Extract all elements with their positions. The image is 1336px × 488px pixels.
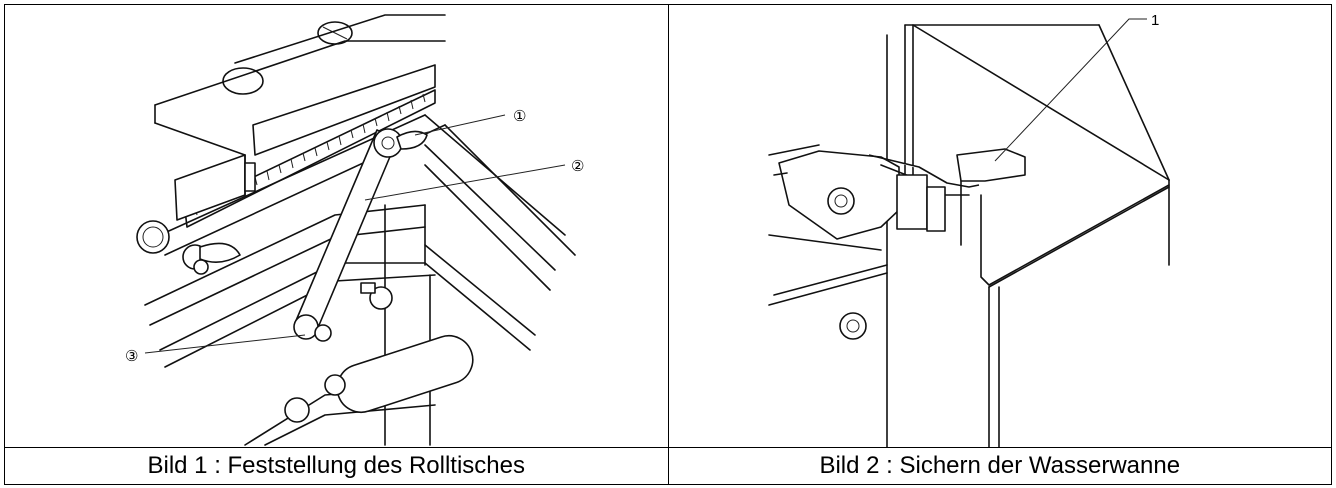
oval-hole [222, 67, 264, 95]
roller-cylinder [336, 334, 474, 414]
callout-1: 1 [1151, 12, 1159, 29]
figure-1-drawing: ① ② ③ [125, 14, 584, 446]
callout-2: ② [571, 158, 584, 175]
figure-2-drawing: 1 [767, 12, 1170, 447]
figure-2-caption: Bild 2 : Sichern der Wasserwanne [667, 447, 1332, 485]
figure-table: ① ② ③ [4, 4, 1332, 485]
ruler [252, 64, 436, 156]
figure-2-drawing-cell: 1 [667, 4, 1332, 448]
callout-3: ③ [125, 348, 138, 365]
star-knob [136, 220, 170, 254]
figure-1-drawing-cell: ① ② ③ [4, 4, 669, 448]
tub-rim [979, 184, 1170, 286]
figure-1-caption: Bild 1 : Feststellung des Rolltisches [4, 447, 669, 485]
bracket-nut [826, 187, 855, 215]
lever-top-nut [373, 128, 403, 158]
lower-nut [838, 312, 867, 340]
clamp-block [955, 148, 1026, 182]
callout-1: ① [513, 108, 526, 125]
wing-nut [396, 130, 428, 150]
